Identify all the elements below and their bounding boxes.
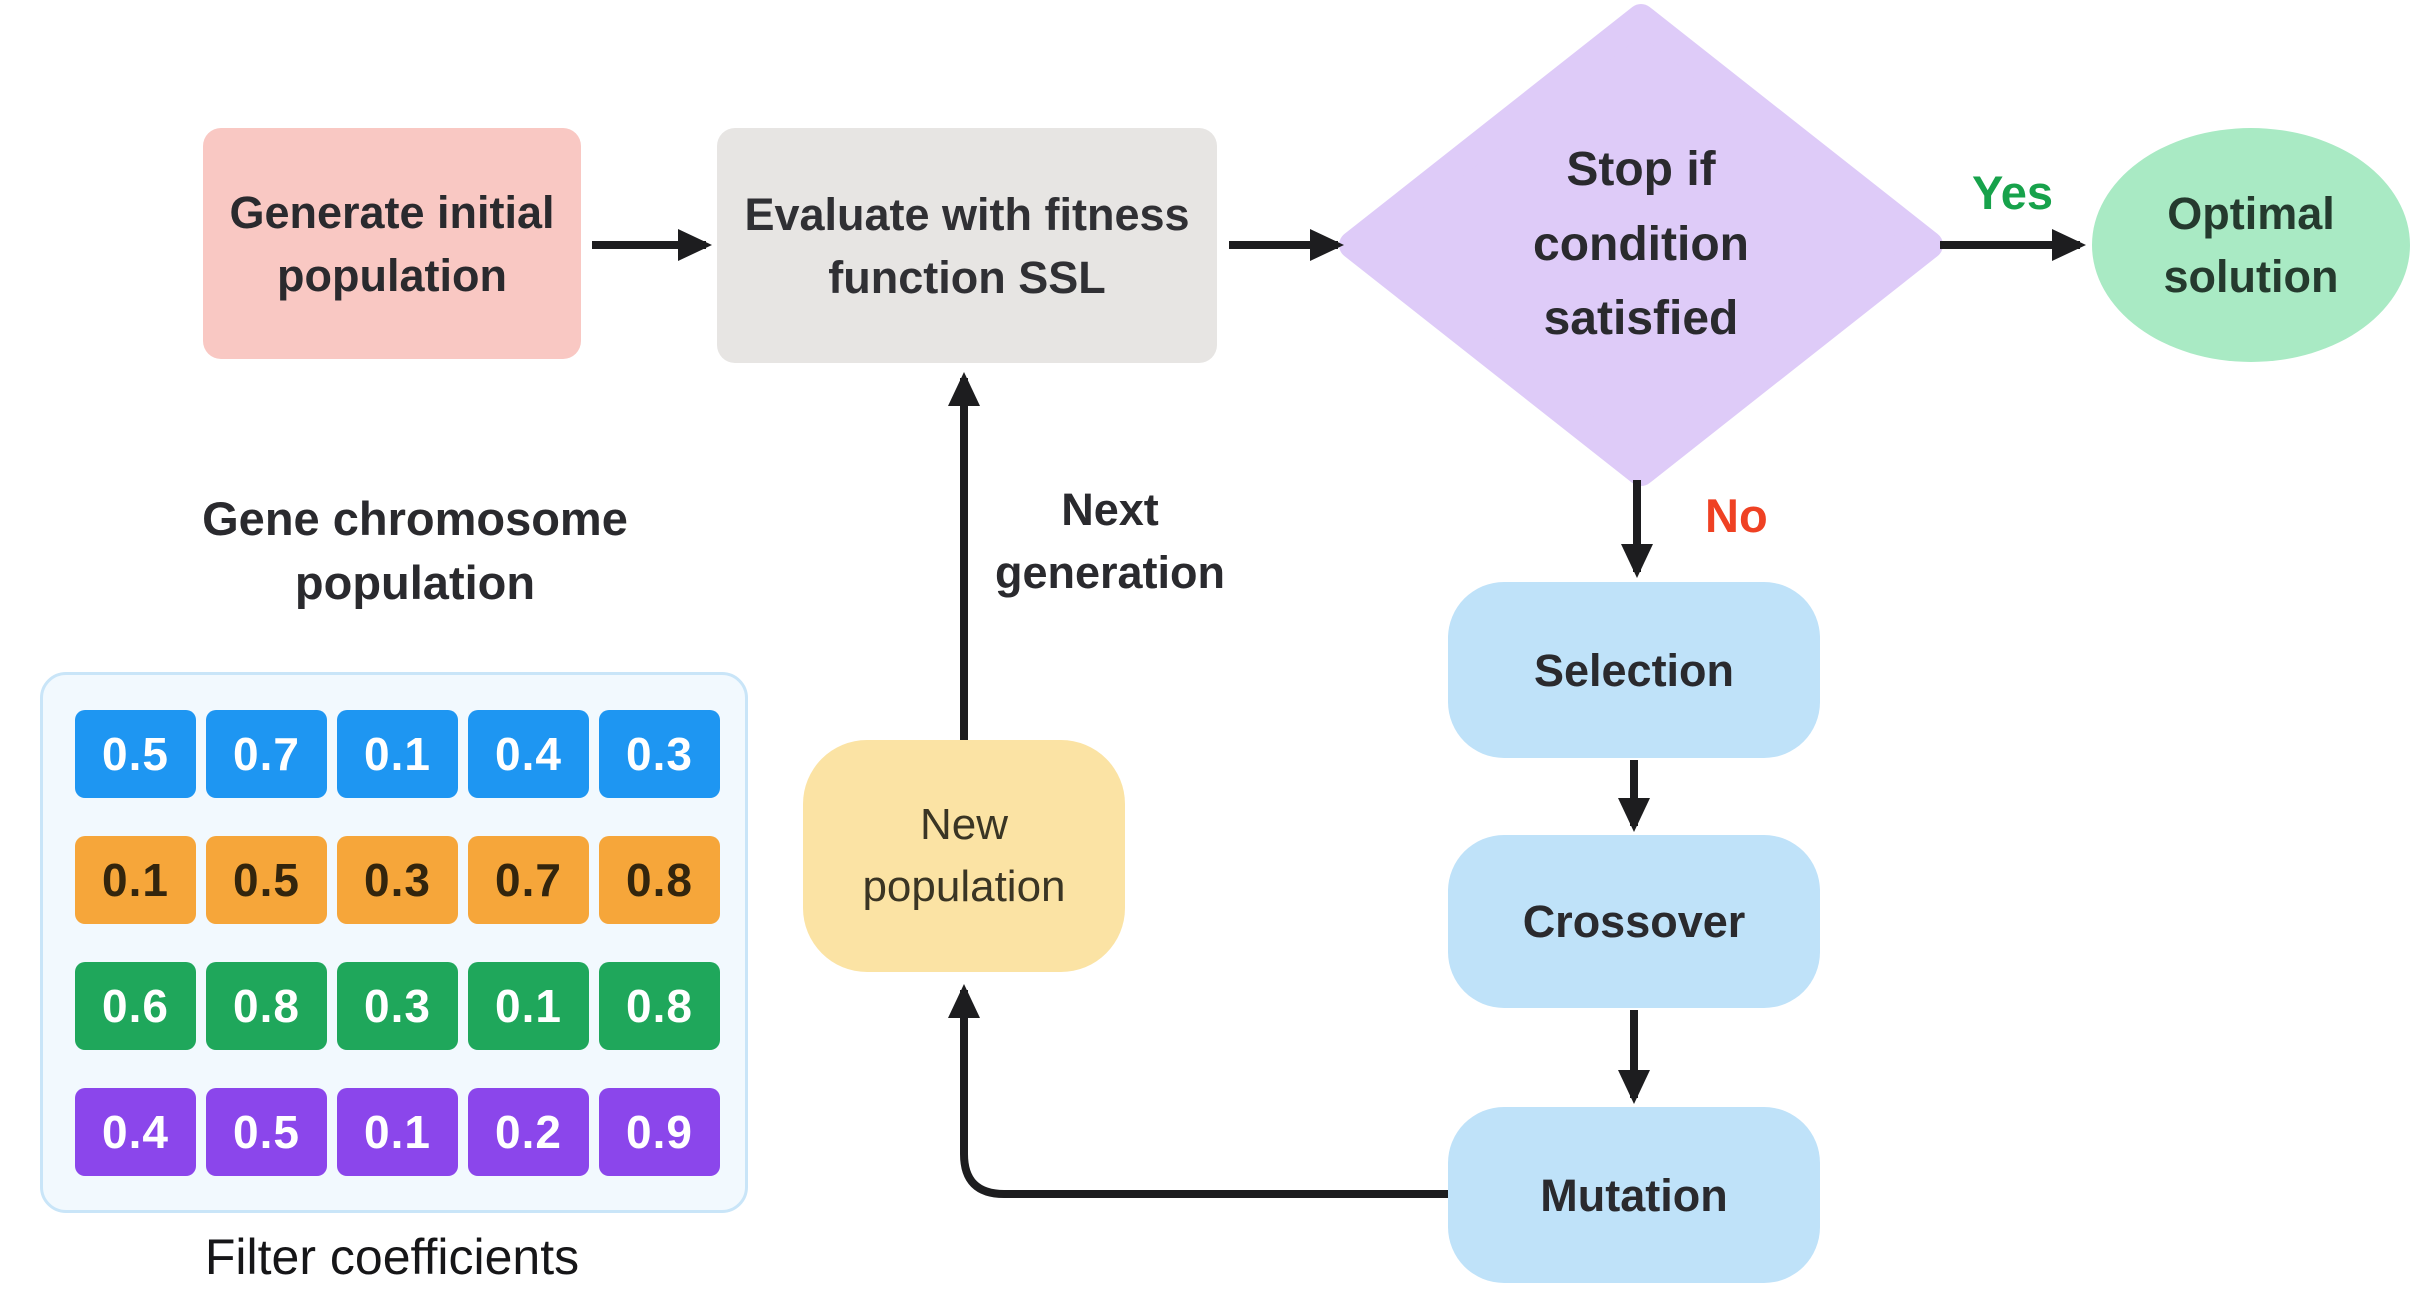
node-generate-initial-population: Generate initial population	[203, 128, 581, 359]
coefficient-cell: 0.1	[468, 962, 589, 1050]
node-crossover: Crossover	[1448, 835, 1820, 1008]
coefficient-cell: 0.5	[75, 710, 196, 798]
edge-label-next-generation: Next generation	[994, 484, 1226, 598]
node-mutation: Mutation	[1448, 1107, 1820, 1283]
node-mutation-label: Mutation	[1540, 1169, 1728, 1221]
coefficient-cell: 0.7	[206, 710, 327, 798]
coefficient-cell: 0.8	[599, 962, 720, 1050]
decision-diamond-shape	[1339, 4, 1943, 486]
coefficient-cell: 0.8	[206, 962, 327, 1050]
coefficient-cell: 0.7	[468, 836, 589, 924]
node-evaluate-fitness: Evaluate with fitness function SSL	[717, 128, 1217, 363]
edge-mutation-to-new-population	[948, 984, 1448, 1198]
coefficient-cell: 0.3	[599, 710, 720, 798]
coefficient-cell: 0.9	[599, 1088, 720, 1176]
node-decision-label: Stop if condition satisfied	[1533, 143, 1749, 346]
coefficient-cell: 0.3	[337, 836, 458, 924]
coefficient-cell: 0.1	[337, 710, 458, 798]
node-optimal-solution: Optimal solution	[2092, 128, 2410, 362]
node-new-population: New population	[803, 740, 1125, 972]
node-new-population-label: New population	[862, 800, 1066, 911]
node-generate-label: Generate initial population	[229, 186, 555, 301]
coefficient-cell: 0.2	[468, 1088, 589, 1176]
node-selection: Selection	[1448, 582, 1820, 758]
coefficient-cell: 0.6	[75, 962, 196, 1050]
coefficient-cell: 0.5	[206, 1088, 327, 1176]
coefficient-cell: 0.1	[337, 1088, 458, 1176]
coefficient-cell: 0.5	[206, 836, 327, 924]
population-grid-title: Gene chromosome population	[202, 492, 628, 609]
node-crossover-label: Crossover	[1522, 896, 1746, 947]
edge-label-no: No	[1705, 489, 1768, 542]
coefficient-cell: 0.3	[337, 962, 458, 1050]
coefficient-cell: 0.8	[599, 836, 720, 924]
edge-label-yes: Yes	[1971, 166, 2054, 219]
filter-coefficients-caption: Filter coefficients	[204, 1229, 580, 1285]
coefficient-cell: 0.4	[75, 1088, 196, 1176]
node-selection-label: Selection	[1533, 644, 1735, 696]
coefficient-cell: 0.4	[468, 710, 589, 798]
coefficient-cell: 0.1	[75, 836, 196, 924]
node-optimal-label: Optimal solution	[2163, 188, 2339, 302]
node-evaluate-label: Evaluate with fitness function SSL	[744, 188, 1190, 303]
